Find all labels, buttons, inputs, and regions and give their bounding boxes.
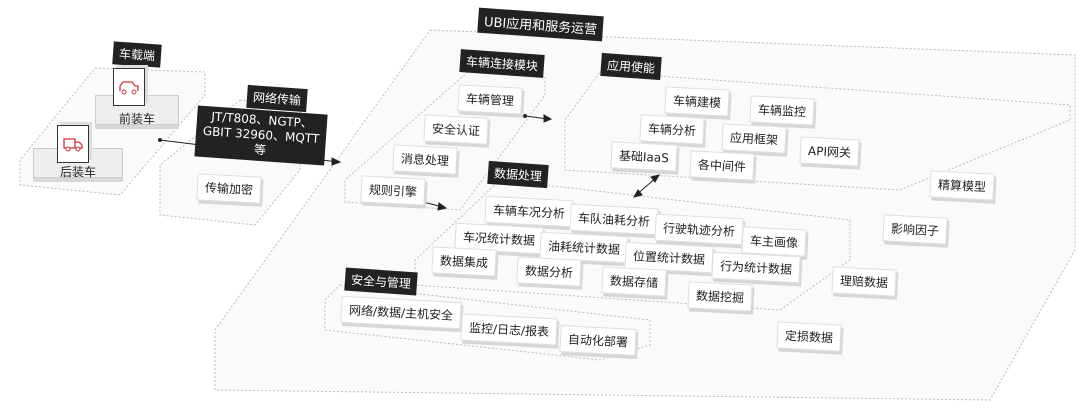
data-item: 车主画像 — [741, 226, 807, 257]
data-item: 数据挖掘 — [687, 281, 753, 312]
enable-item: 各中间件 — [689, 150, 755, 181]
enable-item: 车辆建模 — [664, 86, 730, 117]
enable-item: 车辆分析 — [639, 114, 705, 145]
data-item: 行为统计数据 — [711, 251, 801, 284]
enable-item: 车辆监控 — [749, 95, 815, 126]
transport-encryption: 传输加密 — [196, 173, 262, 204]
data-label: 数据处理 — [487, 160, 549, 189]
connect-item: 车辆管理 — [457, 84, 523, 115]
security-item: 自动化部署 — [559, 325, 637, 356]
security-item: 监控/日志/报表 — [460, 313, 558, 346]
data-item: 行驶轨迹分析 — [654, 213, 744, 246]
protocols-box: JT/T808、NGTP、GBIT 32960、MQTT等 — [194, 105, 328, 166]
enable-item: 基础IaaS — [610, 141, 678, 172]
vehicle-label: 车载端 — [112, 41, 162, 68]
connect-item: 规则引擎 — [360, 175, 426, 206]
right-item: 定损数据 — [776, 321, 842, 352]
right-item: 精算模型 — [929, 170, 995, 201]
data-item: 数据存储 — [601, 266, 667, 297]
data-item: 车辆车况分析 — [484, 195, 574, 228]
network-label: 网络传输 — [246, 84, 308, 113]
connect-item: 安全认证 — [423, 114, 489, 145]
enable-item: 应用框架 — [721, 123, 787, 154]
data-item: 数据分析 — [516, 256, 582, 287]
right-item: 影响因子 — [882, 214, 948, 245]
data-item: 车队油耗分析 — [569, 203, 659, 236]
truck-icon — [57, 125, 89, 163]
security-label: 安全与管理 — [344, 267, 418, 296]
connect-item: 消息处理 — [392, 144, 458, 175]
car-icon — [113, 68, 145, 106]
enable-item: API网关 — [799, 136, 860, 167]
enable-label: 应用使能 — [600, 52, 662, 81]
data-item: 数据集成 — [431, 246, 497, 277]
right-item: 理赔数据 — [831, 266, 897, 297]
